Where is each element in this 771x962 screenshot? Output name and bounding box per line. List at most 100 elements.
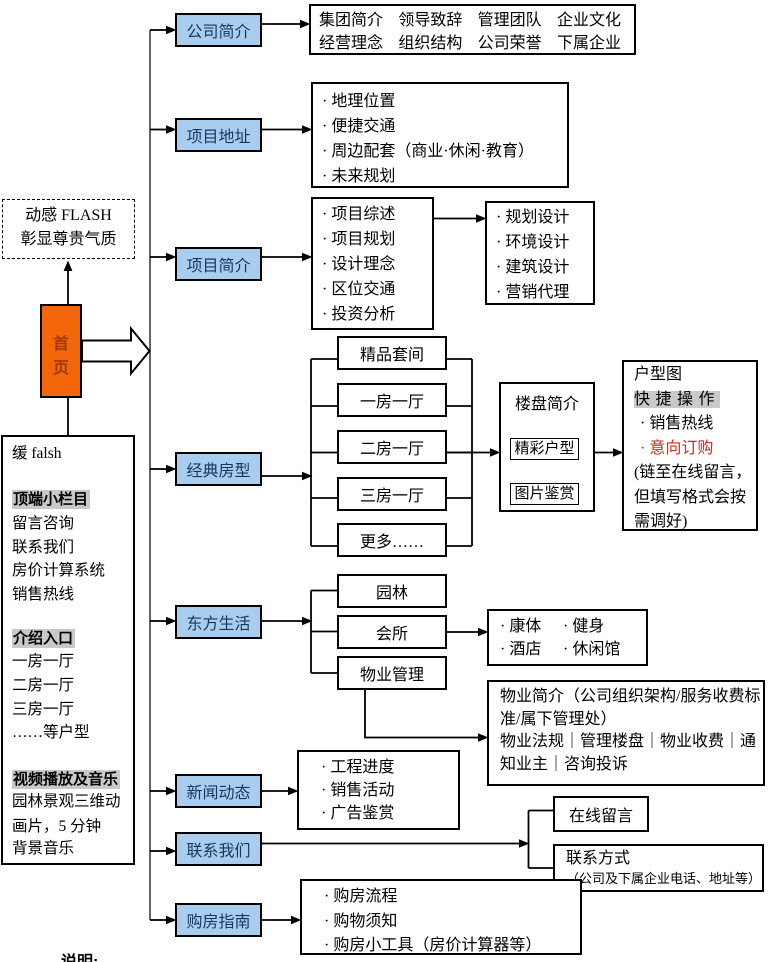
flash-note-line1: 动感 FLASH <box>25 207 112 224</box>
arrowhead <box>166 786 177 796</box>
connector-line <box>311 589 337 674</box>
message-box: 在线留言 <box>553 796 649 832</box>
label: 下属企业 <box>556 35 621 52</box>
home-node: 首 页 <box>40 304 82 398</box>
address-box: 地理位置 便捷交通 周边配套（商业·休闲·教育） 未来规划 <box>311 82 569 188</box>
label: 健身 <box>563 618 604 635</box>
fanout-brackets <box>310 358 553 869</box>
label: 项目简介 <box>186 258 251 275</box>
building-box-button-plans: 精彩户型 <box>510 438 579 460</box>
sidebar-note-box: 缓 falsh 顶端小栏目 留言咨询 联系我们 房价计算系统 销售热线 介绍入口… <box>1 435 135 865</box>
arrowhead <box>166 616 177 626</box>
sidebar-item: 房价计算系统 <box>12 562 106 579</box>
label: 物业管理 <box>359 667 424 684</box>
label: 组织结构 <box>398 35 463 52</box>
label: 东方生活 <box>186 616 251 633</box>
life-box-club: 会所 <box>337 614 447 649</box>
sidebar-item: 联系我们 <box>12 538 75 556</box>
contactinfo-box: 联系方式 （公司及下属企业电话、地址等） <box>553 844 764 892</box>
label: 集团简介 <box>319 12 384 29</box>
guide-box: 购房流程 购物须知 购房小工具（房价计算器等） <box>300 879 582 955</box>
sidebar-item: 三房一厅 <box>12 700 75 718</box>
arrowhead <box>300 19 311 29</box>
level2-arrows <box>262 19 624 925</box>
arrowhead <box>490 448 501 457</box>
sidebar-item: 二房一厅 <box>12 677 75 694</box>
club-box: 康体健身 酒店休闲馆 <box>487 609 648 666</box>
project-intro-box: 项目综述 项目规划 设计理念 区位交通 投资分析 <box>311 197 434 330</box>
flash-note-line2: 彰显尊贵气质 <box>20 231 117 248</box>
connector-line <box>446 358 472 547</box>
sidebar-item: ……等户型 <box>12 724 90 741</box>
life-box-garden: 园林 <box>337 573 447 608</box>
company-box-row2: 经营理念组织结构公司荣誉下属企业 <box>311 32 634 55</box>
label: 三房一厅 <box>359 487 424 505</box>
label: 公司荣誉 <box>477 35 542 52</box>
label: 在线留言 <box>568 808 633 825</box>
nav-node-company: 公司简介 <box>175 13 262 47</box>
home-char-1: 首 <box>52 335 69 353</box>
arrowhead <box>166 125 177 134</box>
connector-line <box>528 809 553 869</box>
sidebar-item: 画片，5 分钟 <box>12 817 102 835</box>
label: 经营理念 <box>319 35 384 52</box>
sidebar-item: 留言咨询 <box>12 515 75 532</box>
label: 公司简介 <box>186 24 251 41</box>
label: 项目地址 <box>186 129 251 146</box>
arrowhead <box>166 252 177 262</box>
nav-node-news: 新闻动态 <box>175 774 262 808</box>
floorplan-order-link: 意向订购 <box>634 437 756 462</box>
nav-node-life: 东方生活 <box>175 605 262 639</box>
floorplan-box: 户型图 快捷操作 销售热线 意向订购 (链至在线留言， 但填写格式会按 需调好) <box>622 360 758 531</box>
room-box-suite: 精品套间 <box>337 336 447 370</box>
label: 企业文化 <box>556 12 621 29</box>
arrowhead <box>302 471 313 481</box>
arrowhead <box>166 25 177 35</box>
arrowhead <box>166 846 177 856</box>
building-box-button-photos: 图片鉴赏 <box>510 483 579 505</box>
home-big-arrow <box>81 325 151 377</box>
sidebar-heading-intro-entries: 介绍入口 <box>12 628 131 650</box>
connector-line <box>311 358 337 547</box>
arrowhead <box>302 252 313 262</box>
label: 联系我们 <box>186 843 251 860</box>
arrowhead <box>291 915 302 925</box>
property-box: 物业简介（公司组织架构/服务收费标 准/属下管理处） 物业法规｜管理楼盘｜物业收… <box>487 680 765 786</box>
arrowhead <box>166 915 177 925</box>
floorplan-title: 户型图 <box>634 366 683 383</box>
connector-line <box>364 690 478 739</box>
building-box-title: 楼盘简介 <box>514 396 579 413</box>
room-box-more: 更多…… <box>337 522 447 557</box>
label: 园林 <box>375 584 408 602</box>
arrowhead <box>166 464 177 474</box>
label: 休闲馆 <box>563 641 620 658</box>
nav-node-address: 项目地址 <box>175 118 262 152</box>
label: 管理团队 <box>477 12 542 29</box>
sidebar-item: 一房一厅 <box>12 653 75 670</box>
label: 经典房型 <box>186 463 251 480</box>
arrowhead <box>302 125 313 134</box>
club-box-row2: 酒店休闲馆 <box>500 638 646 661</box>
label: 视频播放及音乐 <box>12 770 121 789</box>
arrowhead <box>288 786 299 796</box>
arrowhead <box>63 260 73 271</box>
home-connectors <box>63 260 73 436</box>
arrowhead <box>478 627 489 637</box>
sidebar-heading-video-music: 视频播放及音乐 <box>12 769 131 791</box>
label: 领导致辞 <box>398 12 463 29</box>
sidebar-intro: 缓 falsh <box>12 445 62 462</box>
sidebar-item: 园林景观三维动 <box>12 793 121 810</box>
label: 快捷操作 <box>634 390 721 408</box>
footer-note: 说明: <box>61 948 98 962</box>
label: 二房一厅 <box>359 441 424 458</box>
sidebar-item: 背景音乐 <box>12 840 75 857</box>
label: 酒店 <box>500 638 563 661</box>
room-box-3br: 三房一厅 <box>337 476 447 511</box>
arrowhead <box>613 448 624 457</box>
floorplan-quick-actions: 快捷操作 <box>634 388 756 413</box>
flash-note-box: 动感 FLASH 彰显尊贵气质 <box>2 199 135 259</box>
club-box-row1: 康体健身 <box>500 615 646 638</box>
room-box-2br: 二房一厅 <box>337 430 447 464</box>
